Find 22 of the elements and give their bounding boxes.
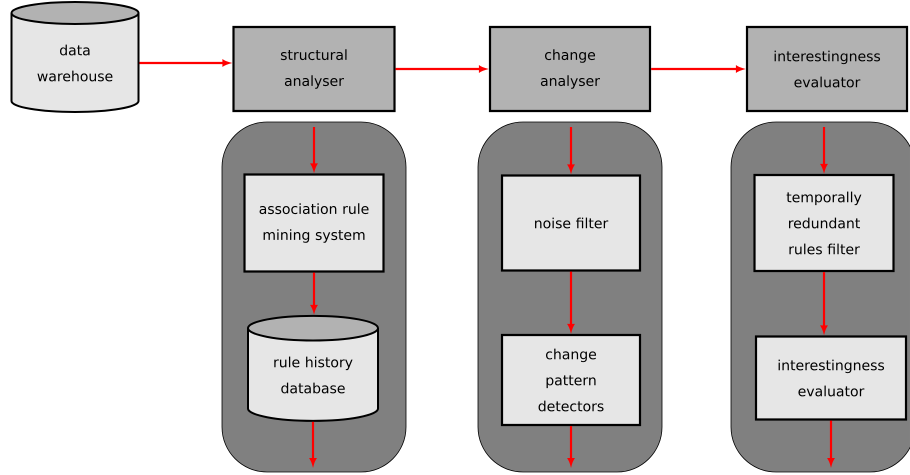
- arrow: [651, 66, 744, 72]
- arrow: [568, 426, 574, 466]
- database-cylinder: data warehouse: [10, 1, 140, 113]
- arrow: [310, 127, 318, 171]
- arrow: [568, 272, 574, 332]
- arrow: [828, 420, 834, 466]
- arrow: [820, 272, 828, 333]
- process-box: association rule mining system: [243, 173, 385, 273]
- process-box: change analyser: [488, 26, 652, 112]
- process-box: temporally redundant rules filter: [753, 174, 895, 272]
- process-box: interestingness evaluator: [754, 335, 908, 421]
- process-box: noise filter: [500, 174, 642, 272]
- arrow: [310, 272, 318, 312]
- process-box: interestingness evaluator: [746, 26, 908, 112]
- database-cylinder: rule history database: [247, 314, 379, 422]
- arrow: [140, 60, 230, 66]
- process-box: change pattern detectors: [500, 334, 642, 426]
- process-box: structural analyser: [232, 26, 396, 112]
- arrow: [820, 127, 828, 172]
- arrow: [396, 66, 486, 72]
- arrow: [568, 127, 574, 172]
- arrow: [310, 422, 316, 466]
